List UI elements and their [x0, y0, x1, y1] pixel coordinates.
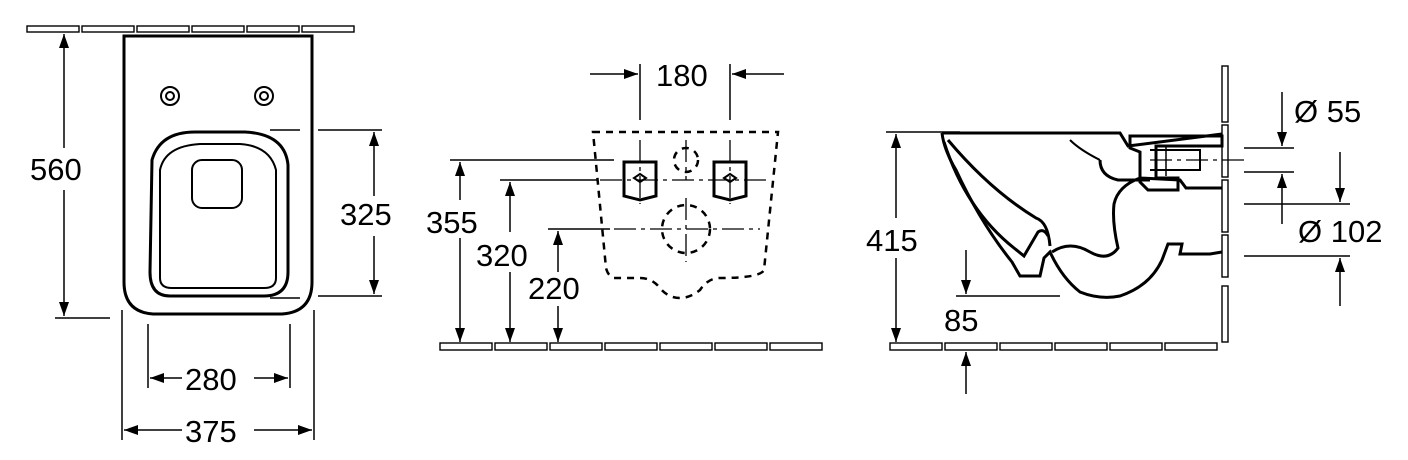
side-view: 415 85 Ø 55 Ø 102: [866, 65, 1382, 394]
dim-seat-height: 325: [340, 197, 392, 232]
dim-total-width: 375: [185, 414, 237, 449]
fixing-bolt-left-icon: [160, 86, 180, 106]
dim-total-depth: 415: [866, 223, 918, 258]
fixing-bracket-right-icon: [712, 160, 748, 202]
outlet-circle: [660, 203, 712, 255]
pan-outline: [122, 34, 314, 316]
fixing-bracket-left-icon: [622, 160, 658, 202]
floor-strip-rear: [439, 342, 823, 351]
lid-inner: [159, 143, 277, 289]
wall-strip-side: [1221, 65, 1229, 343]
front-view: 560 325 280 375: [26, 25, 392, 449]
lid-handle: [191, 159, 243, 209]
dim-fixing-distance: 180: [656, 58, 708, 93]
floor-strip-side: [889, 342, 1218, 351]
dim-height-220: 220: [528, 271, 580, 306]
dim-inner-width: 280: [185, 362, 237, 397]
bowl-outline: [940, 131, 1223, 299]
dim-outlet-height: 85: [944, 303, 978, 338]
dim-inlet-diameter: Ø 55: [1294, 94, 1361, 129]
rear-outline-dashed: [591, 130, 780, 300]
wall-strip-top: [26, 25, 355, 33]
dim-total-height: 560: [30, 152, 82, 187]
connector-block: [1128, 134, 1224, 192]
seat-outline: [148, 130, 290, 298]
dim-outlet-diameter: Ø 102: [1298, 214, 1382, 249]
fixing-bolt-right-icon: [254, 86, 274, 106]
dim-height-355: 355: [426, 205, 478, 240]
rear-view: 180 355 320 220: [426, 58, 823, 351]
dim-height-320: 320: [476, 238, 528, 273]
